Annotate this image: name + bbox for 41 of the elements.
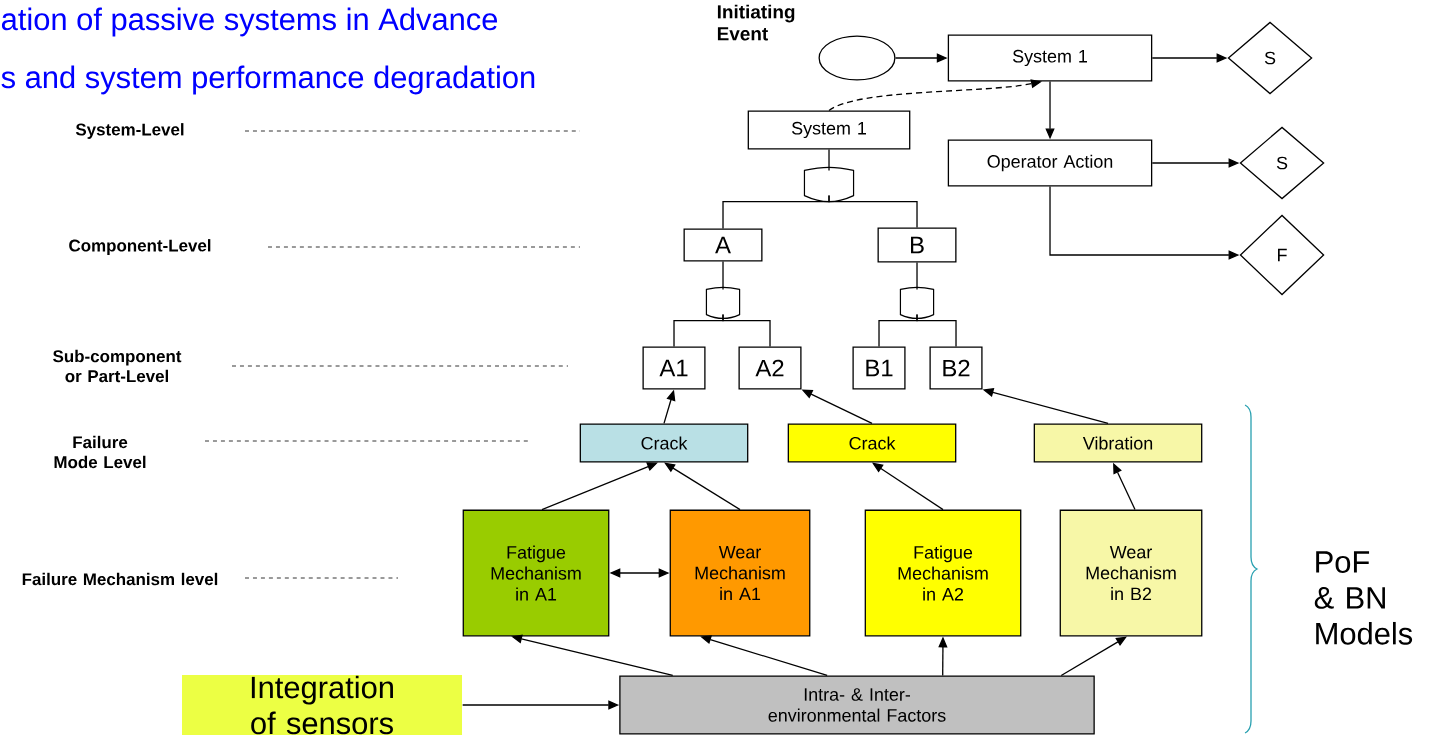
models-label: PoF & BN Models <box>1314 551 1413 645</box>
arrow <box>872 462 944 511</box>
failure-mode-box: Vibration <box>1033 423 1203 463</box>
connector-line <box>916 261 918 291</box>
environment-factors-box: Intra- & Inter- environmental Factors <box>619 675 1095 735</box>
part-box: A2 <box>738 346 802 390</box>
mechanism-box: Fatigue Mechanism in A1 <box>462 509 610 637</box>
heading-text: s and system performance degradation <box>1 65 535 95</box>
connector-line <box>828 194 918 229</box>
or-gate-symbol <box>899 286 935 320</box>
level-label: Failure Mechanism level <box>22 572 218 586</box>
mechanism-box: Wear Mechanism in B2 <box>1059 509 1203 637</box>
level-label: Failure Mode Level <box>54 435 146 469</box>
operator-action-box: Operator Action <box>947 139 1153 187</box>
system-box: System 1 <box>947 34 1153 82</box>
arrow <box>664 462 741 511</box>
arrow <box>1060 636 1127 677</box>
part-box: A1 <box>642 346 706 390</box>
component-box: B <box>877 227 957 263</box>
component-box: A <box>683 228 763 262</box>
level-label: Component-Level <box>69 239 211 255</box>
level-label: Sub-component or Part-Level <box>53 349 182 383</box>
connector-line <box>916 313 957 348</box>
connector-line <box>722 260 724 291</box>
arrow <box>541 462 658 511</box>
system-box: System 1 <box>747 110 911 150</box>
or-gate-symbol <box>803 166 855 203</box>
event-caption: Initiating Event <box>717 4 795 41</box>
initiating-event-circle <box>818 35 896 81</box>
connector-line <box>828 148 830 172</box>
connector-line <box>722 313 771 348</box>
or-gate-symbol <box>705 286 741 320</box>
part-box: B1 <box>852 346 906 390</box>
sensor-integration-box: Integration of sensors <box>182 675 462 735</box>
failure-mode-box: Crack <box>579 423 749 463</box>
failure-mode-box: Crack <box>787 423 957 463</box>
part-box: B2 <box>929 346 983 390</box>
level-label: System-Level <box>75 123 184 139</box>
mechanism-box: Wear Mechanism in A1 <box>669 509 811 637</box>
mechanism-box: Fatigue Mechanism in A2 <box>864 509 1022 637</box>
heading-text: ation of passive systems in Advance <box>1 7 498 37</box>
